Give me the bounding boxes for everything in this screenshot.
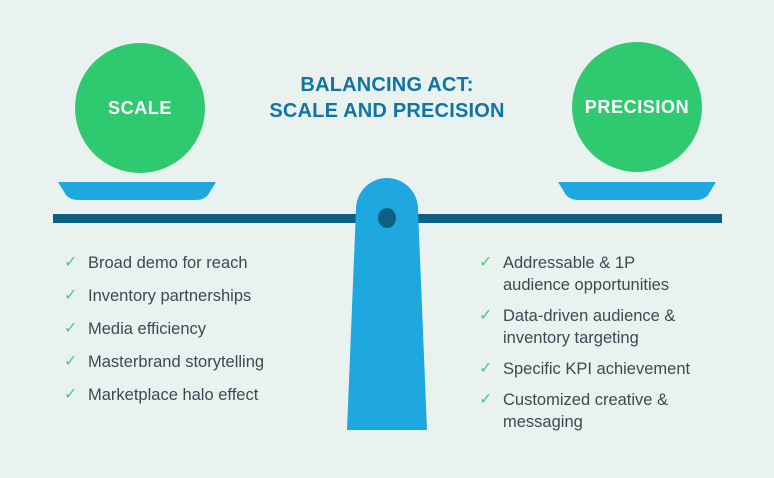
right-pan-icon xyxy=(558,182,716,200)
list-item-label: Broad demo for reach xyxy=(88,254,248,272)
list-item-label: Inventory partnerships xyxy=(88,287,252,305)
checkmark-icon: ✓ xyxy=(479,307,493,324)
list-item: ✓ Specific KPI achievement xyxy=(479,358,705,380)
list-item: ✓ Inventory partnerships xyxy=(64,285,296,307)
list-item: ✓ Media efficiency xyxy=(64,318,296,340)
scale-weight-circle: SCALE xyxy=(75,43,205,173)
list-item: ✓ Data-driven audience & inventory targe… xyxy=(479,305,705,349)
title-line-1: BALANCING ACT: xyxy=(300,74,474,96)
checkmark-icon: ✓ xyxy=(64,353,78,370)
title-line-2: SCALE AND PRECISION xyxy=(269,100,505,122)
scale-benefits-list: ✓ Broad demo for reach ✓ Inventory partn… xyxy=(64,252,296,406)
list-item-label: Addressable & 1P audience opportunities xyxy=(503,254,670,294)
list-item: ✓ Masterbrand storytelling xyxy=(64,351,296,373)
precision-weight-circle: PRECISION xyxy=(572,42,702,172)
list-item: ✓ Addressable & 1P audience opportunitie… xyxy=(479,252,705,296)
list-item-label: Data-driven audience & inventory targeti… xyxy=(503,307,676,347)
list-item: ✓ Customized creative & messaging xyxy=(479,389,705,433)
pivot-dot-icon xyxy=(378,208,396,228)
checkmark-icon: ✓ xyxy=(64,287,78,304)
fulcrum-icon xyxy=(347,178,427,430)
checkmark-icon: ✓ xyxy=(479,391,493,408)
page-title: BALANCING ACT: SCALE AND PRECISION xyxy=(0,72,774,124)
list-item: ✓ Broad demo for reach xyxy=(64,252,296,274)
checkmark-icon: ✓ xyxy=(64,320,78,337)
scale-circle-label: SCALE xyxy=(107,97,172,118)
checkmark-icon: ✓ xyxy=(479,254,493,271)
precision-circle-label: PRECISION xyxy=(584,96,690,117)
list-item-label: Marketplace halo effect xyxy=(88,386,259,404)
list-item-label: Media efficiency xyxy=(88,320,207,338)
precision-benefits-list: ✓ Addressable & 1P audience opportunitie… xyxy=(479,252,705,433)
list-item-label: Masterbrand storytelling xyxy=(88,353,265,371)
checkmark-icon: ✓ xyxy=(479,360,493,377)
list-item-label: Specific KPI achievement xyxy=(503,360,691,378)
checkmark-icon: ✓ xyxy=(64,254,78,271)
checkmark-icon: ✓ xyxy=(64,386,78,403)
list-item: ✓ Marketplace halo effect xyxy=(64,384,296,406)
left-pan-icon xyxy=(58,182,216,200)
list-item-label: Customized creative & messaging xyxy=(503,391,669,431)
